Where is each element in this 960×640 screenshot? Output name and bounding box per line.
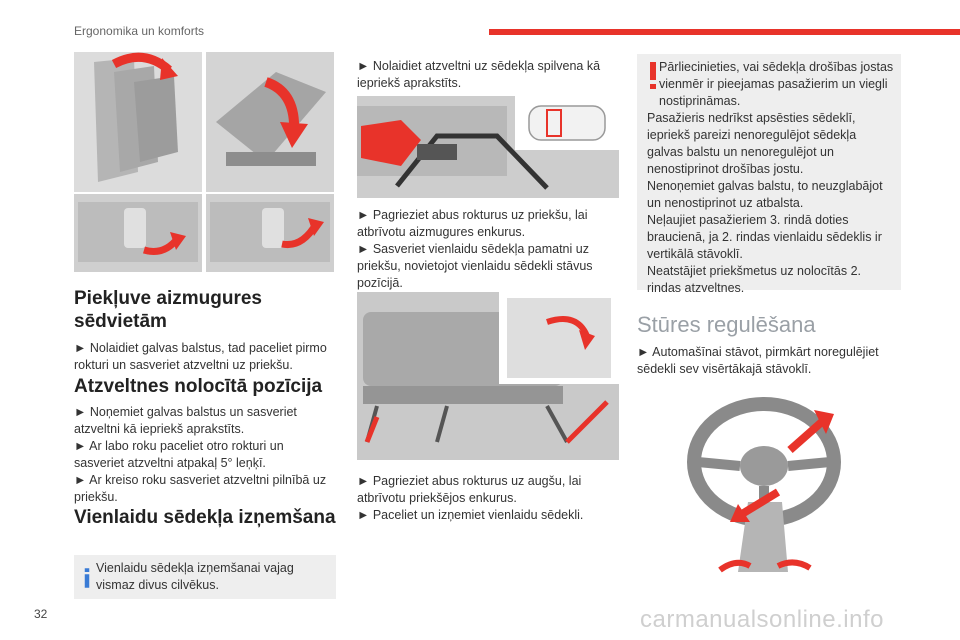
col2-text-1: ► Nolaidiet atzveltni uz sēdekļa spilven…: [357, 58, 619, 92]
warning-text: Pārliecinieties, vai sēdekļa drošības jo…: [659, 60, 894, 108]
body-text: ► Sasveriet vienlaidu sēdekļa pamatni uz…: [357, 242, 593, 290]
body-text: ► Noņemiet galvas balstus un sasveriet a…: [74, 405, 297, 436]
seat-illustration-top-right: [206, 52, 334, 192]
steering-text: ► Automašīnai stāvot, pirmkārt noregulēj…: [637, 344, 901, 378]
seat-anchor-illustration: [357, 96, 619, 198]
section-access-rear-seats: Piekļuve aizmugures sēdvietām ► Nolaidie…: [74, 287, 336, 374]
warning-box: Pārliecinieties, vai sēdekļa drošības jo…: [637, 54, 901, 295]
lever-illustration-bottom-right: [206, 194, 334, 272]
body-text: ► Pagrieziet abus rokturus uz priekšu, l…: [357, 208, 588, 239]
bench-seat-upright-illustration: [357, 292, 619, 460]
warning-text: Neļaujiet pasažieriem 3. rindā doties br…: [647, 213, 882, 261]
page-number: 32: [34, 607, 48, 621]
warning-text: Nenoņemiet galvas balstu, to neuzglabājo…: [647, 179, 883, 210]
col2-text-2: ► Pagrieziet abus rokturus uz priekšu, l…: [357, 207, 619, 292]
section-folded-backrest: Atzveltnes nolocītā pozīcija ► Noņemiet …: [74, 375, 336, 506]
col2-text-3: ► Pagrieziet abus rokturus uz augšu, lai…: [357, 473, 619, 524]
body-text: ► Pagrieziet abus rokturus uz augšu, lai…: [357, 474, 582, 505]
body-text: ► Ar labo roku paceliet otro rokturi un …: [74, 439, 284, 470]
warning-icon: [650, 62, 656, 89]
section-heading: Atzveltnes nolocītā pozīcija: [74, 376, 323, 397]
steering-wheel-illustration: [678, 392, 854, 582]
warning-text: Neatstājiet priekšmetus uz nolocītās 2. …: [647, 264, 861, 295]
body-text: ► Automašīnai stāvot, pirmkārt noregulēj…: [637, 345, 879, 376]
watermark: carmanualsonline.info: [640, 606, 884, 633]
section-heading: Piekļuve aizmugures sēdvietām: [74, 288, 262, 332]
body-text: ► Paceliet un izņemiet vienlaidu sēdekli…: [357, 508, 584, 522]
section-remove-bench: Vienlaidu sēdekļa izņemšana: [74, 506, 336, 529]
steering-heading: Stūres regulēšana: [637, 312, 816, 337]
section-heading: Vienlaidu sēdekļa izņemšana: [74, 507, 336, 528]
header-accent-bar: [489, 29, 960, 35]
info-box: Vienlaidu sēdekļa izņemšanai vajag visma…: [74, 555, 336, 599]
seat-illustration-top-left: [74, 52, 202, 192]
info-icon: [84, 568, 90, 588]
body-text: ► Nolaidiet atzveltni uz sēdekļa spilven…: [357, 59, 601, 90]
body-text: ► Nolaidiet galvas balstus, tad paceliet…: [74, 341, 327, 372]
page-header-title: Ergonomika un komforts: [74, 24, 205, 38]
info-text: Vienlaidu sēdekļa izņemšanai vajag visma…: [96, 561, 294, 592]
body-text: ► Ar kreiso roku sasveriet atzveltni pil…: [74, 473, 327, 504]
warning-text: Pasažieris nedrīkst apsēsties sēdeklī, i…: [647, 111, 857, 176]
lever-illustration-bottom-left: [74, 194, 202, 272]
